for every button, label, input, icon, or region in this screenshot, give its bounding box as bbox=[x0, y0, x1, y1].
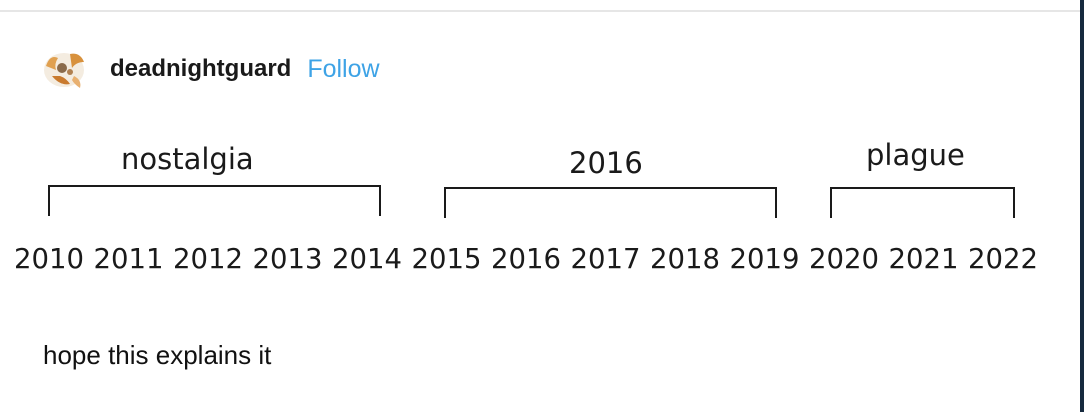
year-label: 2014 bbox=[332, 243, 402, 275]
follow-button[interactable]: Follow bbox=[307, 54, 380, 83]
bracket-2016 bbox=[444, 187, 777, 218]
year-label: 2019 bbox=[729, 243, 800, 275]
year-label: 2021 bbox=[888, 243, 959, 275]
timeline-meme-image: nostalgia 2016 plague 2010 2011 2012 201… bbox=[0, 120, 1060, 300]
post-header: deadnightguard Follow bbox=[40, 46, 380, 92]
year-label: 2018 bbox=[650, 243, 720, 275]
year-label: 2017 bbox=[570, 243, 641, 275]
year-label: 2015 bbox=[411, 243, 482, 275]
bracket-plague bbox=[830, 187, 1015, 218]
year-axis: 2010 2011 2012 2013 2014 2015 2016 2017 … bbox=[14, 243, 1048, 275]
group-label-plague: plague bbox=[866, 138, 965, 172]
year-label: 2013 bbox=[252, 243, 323, 275]
post-caption: hope this explains it bbox=[43, 340, 272, 370]
year-label: 2010 bbox=[14, 243, 84, 275]
top-divider bbox=[0, 0, 1084, 12]
year-label: 2020 bbox=[809, 243, 879, 275]
bracket-nostalgia bbox=[48, 185, 381, 216]
group-label-2016: 2016 bbox=[569, 146, 643, 180]
year-label: 2016 bbox=[491, 243, 561, 275]
username-link[interactable]: deadnightguard bbox=[110, 55, 292, 82]
fox-avatar-icon[interactable] bbox=[40, 46, 88, 92]
group-label-nostalgia: nostalgia bbox=[121, 142, 254, 176]
right-edge-strip bbox=[1080, 0, 1084, 412]
year-label: 2022 bbox=[968, 243, 1038, 275]
year-label: 2012 bbox=[173, 243, 243, 275]
year-label: 2011 bbox=[93, 243, 164, 275]
